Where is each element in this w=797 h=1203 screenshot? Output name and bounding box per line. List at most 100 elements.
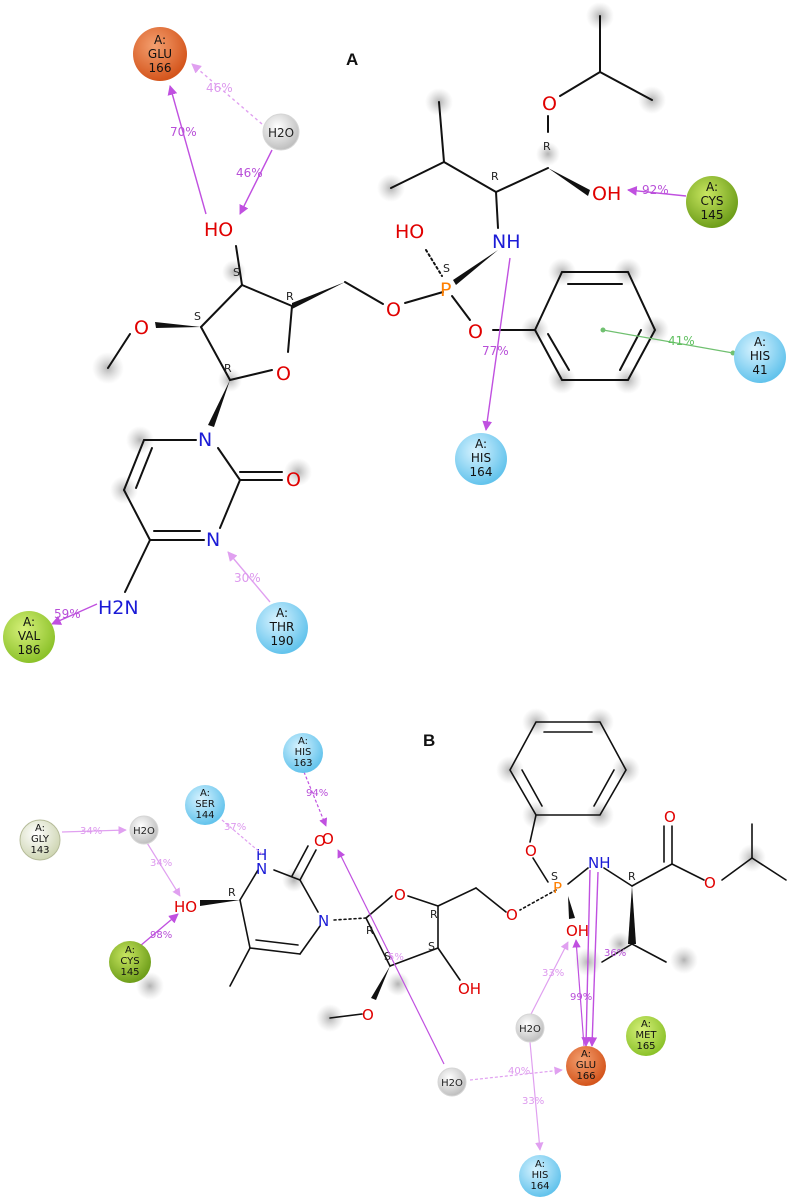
- b-ester-o: O: [704, 874, 716, 892]
- residue-ser144-b: A: SER 144: [185, 785, 225, 825]
- residue-glu166-b: A: GLU 166: [566, 1046, 606, 1086]
- pct-glu-oh: 36%: [604, 948, 626, 959]
- panel-b: B: [19, 708, 787, 1197]
- panel-b-residues: A: HIS 163 A: SER 144 A: GLY 143 A: CYS …: [19, 733, 666, 1197]
- svg-text:HIS: HIS: [750, 349, 770, 363]
- panel-a-halos: [92, 2, 669, 504]
- svg-text:HIS: HIS: [471, 451, 491, 465]
- svg-text:145: 145: [120, 967, 139, 978]
- panel-b-bonds: [200, 721, 787, 1019]
- b-his163-target-o: O: [322, 830, 334, 848]
- pct-glu-water: 46%: [206, 81, 233, 95]
- svg-text:A:: A:: [581, 1049, 591, 1060]
- panel-a-water: H2O: [262, 113, 300, 151]
- svg-text:HIS: HIS: [295, 747, 312, 758]
- svg-text:H2O: H2O: [519, 1024, 541, 1035]
- pct-glu-nh: 99%: [570, 992, 592, 1003]
- svg-text:H2O: H2O: [133, 826, 155, 837]
- svg-text:R: R: [224, 362, 232, 375]
- svg-text:S: S: [551, 870, 558, 883]
- pct-thr-n: 30%: [234, 571, 261, 585]
- panel-b-stereo: S R R R S S R: [228, 870, 636, 963]
- b-base-n1: N: [318, 912, 329, 930]
- pct-water-oh-p: 33%: [542, 968, 564, 979]
- b-methoxy-o: O: [362, 1006, 374, 1024]
- svg-text:S: S: [443, 262, 450, 275]
- base-n3: N: [206, 529, 220, 551]
- b-ring-o: O: [394, 886, 406, 904]
- svg-text:41: 41: [752, 363, 767, 377]
- b-phenoxy-o: O: [525, 842, 537, 860]
- svg-text:A:: A:: [535, 1159, 545, 1170]
- pct-nh-his164: 77%: [482, 344, 509, 358]
- phosphate-ho: HO: [395, 221, 424, 243]
- panel-a-interactions: [51, 63, 736, 625]
- panel-a-percents: 46% 46% 70% 92% 41% 77% 59% 30%: [54, 81, 695, 621]
- b-phosphate-oh: OH: [566, 922, 589, 940]
- svg-text:186: 186: [18, 643, 41, 657]
- pct-water-glu: 40%: [508, 1066, 530, 1077]
- svg-text:A:: A:: [200, 788, 210, 799]
- panel-b-waters: H2O H2O H2O: [129, 815, 545, 1097]
- svg-text:GLU: GLU: [148, 47, 172, 61]
- pct-gly-water: 34%: [80, 826, 102, 837]
- svg-text:H2O: H2O: [441, 1078, 463, 1089]
- svg-text:HIS: HIS: [532, 1170, 549, 1181]
- svg-text:163: 163: [293, 758, 312, 769]
- svg-text:A:: A:: [276, 606, 288, 620]
- svg-text:CYS: CYS: [120, 956, 139, 967]
- svg-text:GLY: GLY: [31, 834, 50, 845]
- svg-text:A:: A:: [125, 945, 135, 956]
- pct-pi-his41: 41%: [668, 334, 695, 348]
- hydroxyl-oh-right: OH: [592, 183, 621, 205]
- pct-oh-cys: 92%: [642, 183, 669, 197]
- residue-gly143-b: A: GLY 143: [19, 819, 61, 861]
- phosphate-o-left: O: [386, 299, 401, 321]
- b-phosphorus: P: [553, 879, 562, 897]
- water-b-2: H2O: [515, 1013, 545, 1043]
- pct-nh2-val: 59%: [54, 607, 81, 621]
- pct-water-oh: 34%: [150, 858, 172, 869]
- svg-text:A:: A:: [298, 736, 308, 747]
- svg-text:R: R: [228, 886, 236, 899]
- svg-text:164: 164: [530, 1181, 549, 1192]
- svg-text:R: R: [628, 870, 636, 883]
- panel-a: A: [3, 2, 786, 663]
- svg-text:R: R: [543, 140, 551, 153]
- svg-text:A:: A:: [706, 180, 718, 194]
- residue-cys145-b: A: CYS 145: [109, 941, 151, 983]
- b-base-ho: HO: [174, 898, 197, 916]
- svg-text:R: R: [430, 908, 438, 921]
- svg-text:R: R: [286, 290, 294, 303]
- water-b-1: H2O: [129, 815, 159, 845]
- svg-text:A:: A:: [475, 437, 487, 451]
- amino-h2n: H2N: [98, 597, 139, 619]
- base-n1: N: [198, 429, 212, 451]
- panel-b-label: B: [423, 731, 435, 750]
- pct-ring-o: 5%: [388, 952, 404, 963]
- svg-text:166: 166: [576, 1071, 595, 1082]
- svg-text:145: 145: [701, 208, 724, 222]
- svg-text:VAL: VAL: [18, 629, 41, 643]
- panel-b-percents: 94% 37% 34% 34% 98% 33% 99% 36% 40% 33% …: [80, 788, 626, 1107]
- pct-ser-water: 37%: [224, 822, 246, 833]
- panel-a-residues: A: GLU 166 A: CYS 145 A: HIS 41 A: HIS 1…: [3, 27, 786, 663]
- b-base-nh: N: [256, 860, 267, 878]
- svg-text:A:: A:: [754, 335, 766, 349]
- svg-text:166: 166: [149, 61, 172, 75]
- svg-text:THR: THR: [269, 620, 295, 634]
- svg-text:A:: A:: [154, 33, 166, 47]
- residue-his163-b: A: HIS 163: [283, 733, 323, 773]
- phosphorus: P: [440, 279, 451, 301]
- residue-met165-b: A: MET 165: [626, 1016, 666, 1056]
- svg-text:S: S: [384, 950, 391, 963]
- svg-text:S: S: [233, 266, 240, 279]
- residue-glu166-a: A: GLU 166: [133, 27, 187, 81]
- residue-his41-a: A: HIS 41: [734, 331, 786, 383]
- pct-oh-glu: 70%: [170, 125, 197, 139]
- svg-text:190: 190: [271, 634, 294, 648]
- pct-his163-o: 94%: [306, 788, 328, 799]
- panel-b-atoms: O P O OH NH O O O OH O N O N H HO O: [174, 808, 716, 1024]
